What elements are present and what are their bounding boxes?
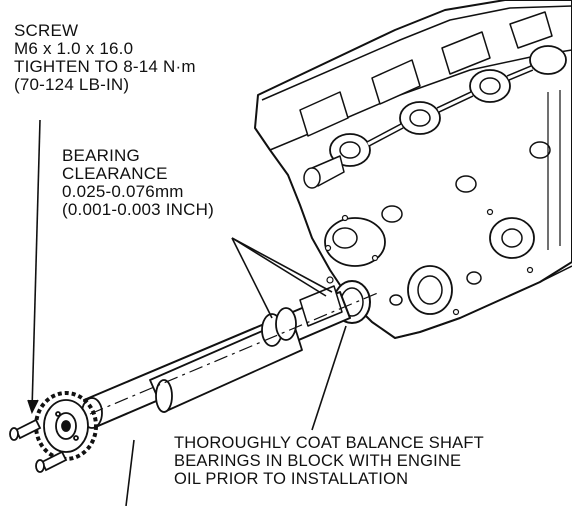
screw-callout-line: SCREW bbox=[14, 21, 79, 40]
coat-callout-line: OIL PRIOR TO INSTALLATION bbox=[174, 470, 409, 488]
bearing-callout-line: CLEARANCE bbox=[62, 164, 168, 183]
leader-lines bbox=[27, 119, 347, 506]
assembly-centerline bbox=[89, 291, 381, 415]
screw-callout-line: TIGHTEN TO 8-14 N·m bbox=[14, 57, 196, 76]
coat-callout-line: BEARINGS IN BLOCK WITH ENGINE bbox=[174, 452, 462, 470]
coat-callout-line: THOROUGHLY COAT BALANCE SHAFT bbox=[174, 434, 484, 452]
screw-callout-line: (70-124 LB-IN) bbox=[14, 75, 130, 94]
bearing-callout-line: 0.025-0.076mm bbox=[62, 182, 184, 201]
engine-block bbox=[254, 0, 572, 339]
bearing-clearance-callout: BEARING CLEARANCE 0.025-0.076mm (0.001-0… bbox=[62, 147, 214, 219]
screw-callout-line: M6 x 1.0 x 16.0 bbox=[14, 39, 134, 58]
screw-callout: SCREW M6 x 1.0 x 16.0 TIGHTEN TO 8-14 N·… bbox=[14, 22, 196, 94]
gear-icon bbox=[34, 391, 98, 461]
coat-bearings-callout: THOROUGHLY COAT BALANCE SHAFT BEARINGS I… bbox=[174, 434, 484, 488]
bearing-callout-line: BEARING bbox=[62, 146, 140, 165]
bearing-callout-line: (0.001-0.003 INCH) bbox=[62, 200, 214, 219]
balance-shaft bbox=[81, 285, 351, 429]
screw-icon bbox=[9, 418, 68, 473]
